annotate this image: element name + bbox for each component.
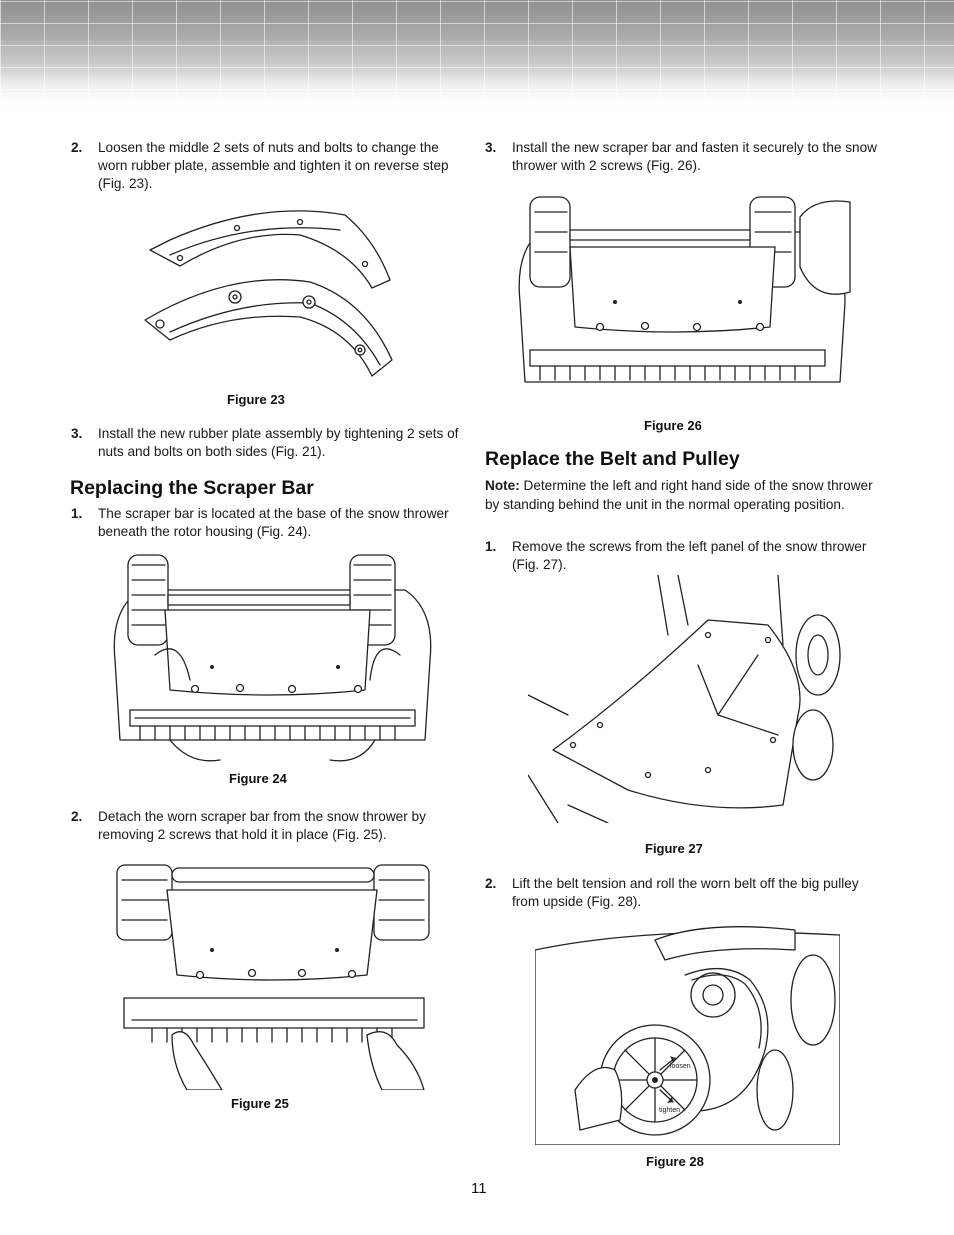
figure-25-detach-scraper bbox=[112, 860, 434, 1090]
figure-23-caption: Figure 23 bbox=[227, 392, 285, 407]
step-number: 2. bbox=[71, 809, 83, 824]
note-paragraph: Note: Determine the left and right hand … bbox=[485, 477, 875, 514]
figure-27-left-panel bbox=[528, 575, 850, 823]
figure-28-belt-pulley: loosen tighten bbox=[535, 920, 840, 1145]
header-fade bbox=[0, 70, 954, 115]
figure-25-caption: Figure 25 bbox=[231, 1096, 289, 1111]
loosen-label: loosen bbox=[670, 1063, 691, 1070]
tighten-label: tighten bbox=[659, 1107, 680, 1114]
step-text: Remove the screws from the left panel of… bbox=[512, 539, 867, 572]
scraper-step-2: 2. Detach the worn scraper bar from the … bbox=[71, 808, 471, 844]
scraper-step-3: 3. Install the new scraper bar and faste… bbox=[485, 139, 880, 175]
figure-28-caption: Figure 28 bbox=[646, 1154, 704, 1169]
step-text: Install the new rubber plate assembly by… bbox=[98, 426, 459, 459]
figure-24-caption: Figure 24 bbox=[229, 771, 287, 786]
figure-24-snow-thrower-underside bbox=[110, 550, 435, 772]
section-title-belt-pulley: Replace the Belt and Pulley bbox=[485, 448, 740, 470]
figure-26-caption: Figure 26 bbox=[644, 418, 702, 433]
note-label: Note: bbox=[485, 478, 520, 493]
step-text: Detach the worn scraper bar from the sno… bbox=[98, 809, 426, 842]
step-text: Lift the belt tension and roll the worn … bbox=[512, 876, 859, 909]
step-number: 2. bbox=[71, 140, 83, 155]
page-number: 11 bbox=[471, 1180, 487, 1197]
step-text: Install the new scraper bar and fasten i… bbox=[512, 140, 877, 173]
belt-step-1: 1. Remove the screws from the left panel… bbox=[485, 538, 880, 574]
figure-23-rubber-plates bbox=[140, 200, 400, 380]
figure-27-caption: Figure 27 bbox=[645, 841, 703, 856]
belt-step-2: 2. Lift the belt tension and roll the wo… bbox=[485, 875, 880, 911]
step-number: 2. bbox=[485, 876, 497, 891]
step-number: 1. bbox=[71, 506, 83, 521]
step-text: Loosen the middle 2 sets of nuts and bol… bbox=[98, 140, 449, 191]
step-number: 1. bbox=[485, 539, 497, 554]
step-3-install-plate: 3. Install the new rubber plate assembly… bbox=[71, 425, 471, 461]
step-number: 3. bbox=[485, 140, 497, 155]
step-2-loosen: 2. Loosen the middle 2 sets of nuts and … bbox=[71, 139, 471, 193]
step-text: The scraper bar is located at the base o… bbox=[98, 506, 449, 539]
figure-26-install-scraper bbox=[515, 192, 853, 414]
note-text: Determine the left and right hand side o… bbox=[485, 478, 873, 512]
scraper-step-1: 1. The scraper bar is located at the bas… bbox=[71, 505, 471, 541]
step-number: 3. bbox=[71, 426, 83, 441]
section-title-scraper-bar: Replacing the Scraper Bar bbox=[70, 477, 314, 499]
